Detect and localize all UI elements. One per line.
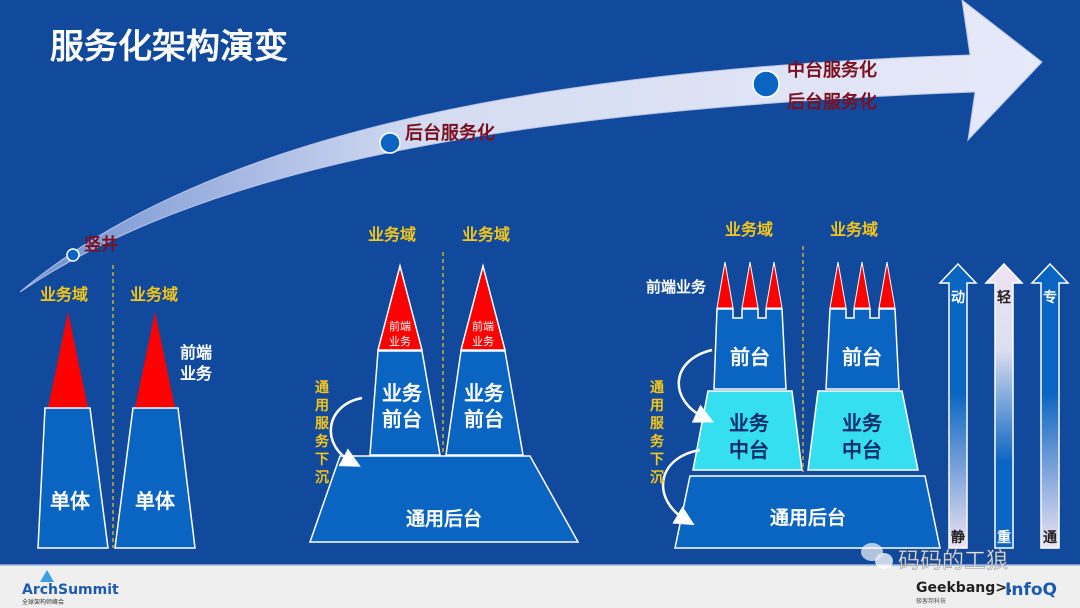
sink-label: 通 用 服 务 下 沉 bbox=[650, 380, 665, 486]
block-label: 前台 bbox=[464, 407, 504, 431]
common-backend-block bbox=[308, 455, 580, 543]
business-middle-block bbox=[692, 390, 803, 471]
scale-top: 轻 bbox=[997, 289, 1011, 306]
monolith-block bbox=[114, 407, 196, 549]
sink-char: 务 bbox=[315, 433, 330, 450]
front-block bbox=[825, 308, 900, 390]
block-label: 中台 bbox=[729, 438, 769, 462]
block-label: 业务 bbox=[842, 411, 883, 435]
sink-char: 通 bbox=[315, 380, 329, 396]
archsummit-logo: ArchSummit 全球架构师峰会 bbox=[22, 570, 119, 606]
frontend-label: 前端业务 bbox=[646, 278, 707, 296]
stage-middle-platform: 业务域 业务域 前端业务 前台 前台 业务 中台 业务 中台 通用后台 通 用 … bbox=[646, 220, 941, 549]
wechat-icon-bubble bbox=[875, 553, 893, 569]
frontend-spike bbox=[377, 263, 423, 351]
sink-arrow-icon bbox=[661, 448, 701, 526]
sink-label: 通 用 服 务 下 沉 bbox=[315, 380, 330, 486]
scale-bottom: 重 bbox=[997, 529, 1011, 546]
block-label: 通用后台 bbox=[406, 507, 482, 530]
logo-text: Geekbang>. bbox=[916, 580, 1012, 596]
timeline-label: 中台服务化 bbox=[787, 59, 877, 81]
sink-char: 用 bbox=[650, 398, 664, 414]
scale-arrow-special-general bbox=[1030, 262, 1070, 549]
sink-arrow-icon bbox=[677, 348, 714, 423]
frontend-label: 业务 bbox=[389, 335, 411, 348]
block-label: 单体 bbox=[135, 489, 176, 513]
timeline-label: 竖井 bbox=[84, 234, 118, 255]
sink-char: 务 bbox=[650, 433, 665, 450]
logo-mountain-icon bbox=[40, 570, 54, 582]
logo-subtext: 极客邦科技 bbox=[916, 597, 946, 605]
scale-arrow-dynamic-static bbox=[938, 262, 978, 549]
logo-subtext: 全球架构师峰会 bbox=[22, 598, 64, 606]
frontend-spike bbox=[135, 312, 175, 408]
block-label: 通用后台 bbox=[770, 506, 846, 529]
footer-bar bbox=[0, 565, 1080, 608]
domain-label: 业务域 bbox=[725, 220, 773, 239]
infoq-logo: InfoQ bbox=[1005, 580, 1057, 600]
scale-top: 专 bbox=[1043, 289, 1057, 306]
timeline-label: 后台服务化 bbox=[787, 91, 877, 113]
logo-text: ArchSummit bbox=[22, 582, 119, 598]
frontend-spike bbox=[829, 261, 847, 309]
stage-silo: 业务域 业务域 单体 单体 前端 业务 bbox=[37, 265, 213, 549]
frontend-spike bbox=[765, 261, 783, 309]
business-front-block bbox=[369, 350, 441, 456]
sink-char: 下 bbox=[650, 452, 664, 468]
frontend-spike bbox=[48, 312, 88, 408]
frontend-label: 前端 bbox=[472, 319, 494, 333]
frontend-spike bbox=[741, 261, 759, 309]
sink-arrow-icon bbox=[329, 396, 363, 467]
watermark: 码码的工狼 bbox=[861, 543, 1008, 574]
sink-char: 通 bbox=[650, 380, 664, 396]
sink-char: 下 bbox=[315, 452, 329, 468]
front-block bbox=[713, 308, 787, 390]
geekbang-logo: Geekbang>. 极客邦科技 bbox=[916, 580, 1012, 605]
sink-char: 服 bbox=[315, 416, 330, 432]
timeline-dot bbox=[752, 70, 780, 98]
block-label: 业务 bbox=[464, 381, 505, 405]
scale-arrow-light-heavy bbox=[984, 262, 1024, 549]
frontend-spike bbox=[460, 263, 506, 351]
block-label: 前台 bbox=[730, 345, 770, 369]
business-front-block bbox=[445, 350, 524, 456]
domain-label: 业务域 bbox=[368, 225, 416, 244]
domain-label: 业务域 bbox=[40, 285, 88, 304]
business-middle-block bbox=[807, 390, 919, 471]
frontend-label: 业务 bbox=[180, 364, 213, 383]
timeline-dot bbox=[379, 132, 401, 154]
domain-label: 业务域 bbox=[130, 285, 178, 304]
block-label: 单体 bbox=[50, 489, 91, 513]
stage-backend-service: 业务域 业务域 前端 业务 业务 前台 前端 业务 业务 前台 通用后台 通 用… bbox=[308, 225, 580, 543]
sink-char: 沉 bbox=[315, 469, 329, 486]
block-label: 前台 bbox=[382, 407, 422, 431]
block-label: 中台 bbox=[842, 438, 882, 462]
domain-label: 业务域 bbox=[830, 220, 878, 239]
scale-top: 动 bbox=[951, 289, 965, 306]
frontend-spike bbox=[853, 261, 871, 309]
scale-bottom: 静 bbox=[951, 529, 965, 546]
frontend-label: 前端 bbox=[180, 343, 212, 362]
block-label: 业务 bbox=[382, 381, 423, 405]
frontend-spike bbox=[716, 261, 734, 309]
scale-bottom: 通 bbox=[1043, 530, 1057, 546]
frontend-label: 业务 bbox=[472, 335, 494, 348]
domain-label: 业务域 bbox=[462, 225, 510, 244]
sink-char: 服 bbox=[650, 416, 665, 432]
monolith-block bbox=[37, 407, 109, 549]
frontend-label: 前端 bbox=[389, 319, 411, 333]
block-label: 业务 bbox=[729, 411, 770, 435]
timeline-label: 后台服务化 bbox=[405, 122, 495, 144]
watermark-text: 码码的工狼 bbox=[898, 549, 1008, 574]
evolution-arrow bbox=[19, 0, 1043, 293]
sink-char: 沉 bbox=[650, 469, 664, 486]
frontend-spike bbox=[878, 261, 896, 309]
sink-char: 用 bbox=[315, 398, 329, 414]
frontend-spikes bbox=[716, 261, 896, 309]
timeline-dot bbox=[66, 248, 80, 262]
scale-arrows: 动 静 轻 重 专 通 bbox=[938, 262, 1070, 549]
page-title: 服务化架构演变 bbox=[50, 27, 288, 67]
block-label: 前台 bbox=[842, 345, 882, 369]
